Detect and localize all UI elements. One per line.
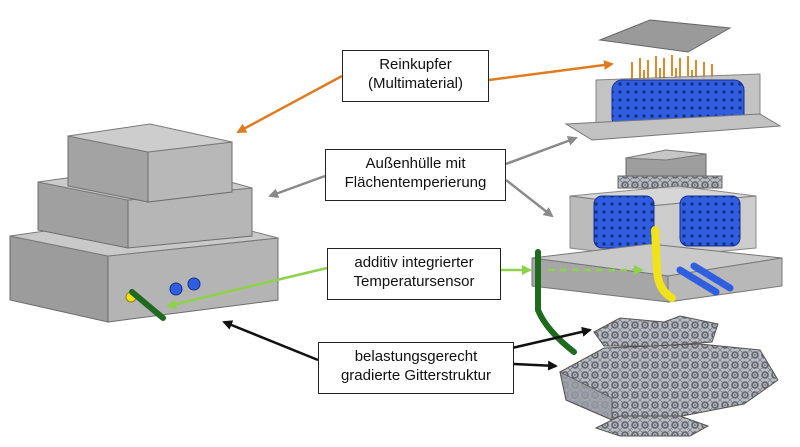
sensor-rod-right xyxy=(535,249,577,355)
coolant-port-2 xyxy=(187,277,201,291)
arrow-copper-to-right xyxy=(488,60,614,82)
arrow-shell-to-left xyxy=(268,174,326,198)
arrow-copper-to-left xyxy=(236,74,343,134)
callout-arrows xyxy=(166,60,644,371)
lattice-structure xyxy=(559,315,779,437)
arrow-lattice-to-upper xyxy=(511,326,592,350)
sensor-rod-left xyxy=(129,289,166,321)
sensor-yellow-probe xyxy=(651,226,676,302)
label-copper-line2: (Multimaterial) xyxy=(367,75,463,92)
arrow-lattice-to-right xyxy=(513,360,558,371)
label-lattice: belastungsgerecht gradierte Gitterstrukt… xyxy=(318,342,514,394)
arrow-lattice-to-left xyxy=(222,320,319,362)
label-shell-line1: Außenhülle mit xyxy=(365,155,466,172)
arrow-sensor-to-left xyxy=(166,266,328,310)
connector-block xyxy=(617,149,723,189)
coolant-port-1 xyxy=(169,282,183,296)
exploded-view xyxy=(531,19,783,437)
label-lattice-line1: belastungsgerecht xyxy=(354,348,478,365)
label-sensor: additiv integrierter Temperatursensor xyxy=(327,248,501,300)
label-sensor-line1: additiv integrierter xyxy=(354,254,474,271)
label-sensor-line2: Temperatursensor xyxy=(353,273,475,290)
lower-housing xyxy=(531,185,783,303)
housing-top-face xyxy=(67,123,233,153)
arrow-shell-to-upper xyxy=(505,136,578,166)
upper-section-plate xyxy=(564,113,782,141)
arrow-shell-to-lower xyxy=(505,179,554,218)
copper-lid-plate xyxy=(598,19,732,53)
label-shell-line2: Flächentemperierung xyxy=(344,174,487,191)
label-lattice-line2: gradierte Gitterstruktur xyxy=(340,367,492,384)
label-shell: Außenhülle mit Flächentemperierung xyxy=(325,149,506,201)
label-copper-line1: Reinkupfer xyxy=(379,56,452,73)
assembled-housing xyxy=(9,123,279,323)
label-copper: Reinkupfer (Multimaterial) xyxy=(342,50,489,102)
